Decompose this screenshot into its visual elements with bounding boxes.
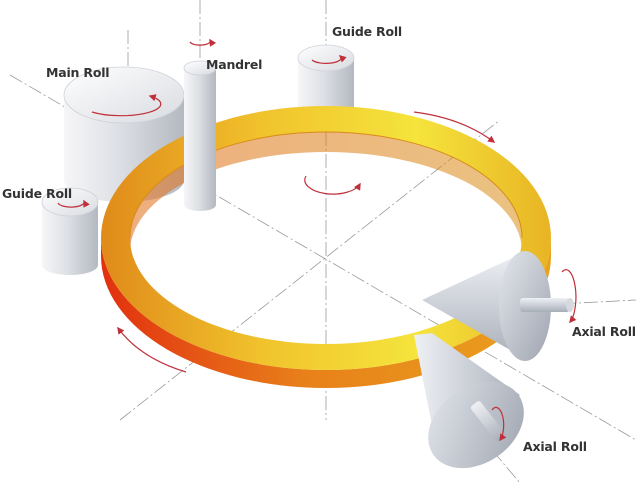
ring-center-rotation-arrow (304, 175, 361, 195)
mandrel-rotation-arrow (189, 38, 217, 47)
guide-roll-left (41, 187, 99, 275)
rotation-arrows (57, 38, 577, 442)
mandrel-label: Mandrel (206, 57, 263, 72)
guide-roll-top-rotation-arrow (311, 55, 347, 64)
axial-roll-bottom (414, 333, 524, 469)
axial-roll-right-axis-line (539, 299, 636, 306)
guide-roll-left-label: Guide Roll (2, 186, 73, 201)
ring-workpiece (101, 106, 551, 388)
mandrel (183, 60, 217, 211)
axial-roll-bottom-shaft (470, 401, 506, 441)
axial-roll-right (422, 251, 574, 361)
axial-roll-right-label: Axial Roll (572, 324, 636, 339)
ring-top-rotation-arrow (413, 111, 496, 143)
axial-roll-right-shaft (520, 298, 570, 312)
axial-roll-bottom-rotation-arrow (491, 406, 507, 442)
diagonal-axis-line-b (119, 119, 501, 421)
main-roll-rotation-arrow (91, 94, 162, 117)
guide-roll-left-rotation-arrow (57, 199, 90, 208)
ring-bottom-rotation-arrow (117, 326, 187, 373)
axial-roll-right-rotation-arrow (561, 269, 577, 324)
guide-roll-top-label: Guide Roll (332, 24, 403, 39)
axial-roll-bottom-label: Axial Roll (523, 439, 587, 454)
main-roll-label: Main Roll (46, 65, 110, 80)
